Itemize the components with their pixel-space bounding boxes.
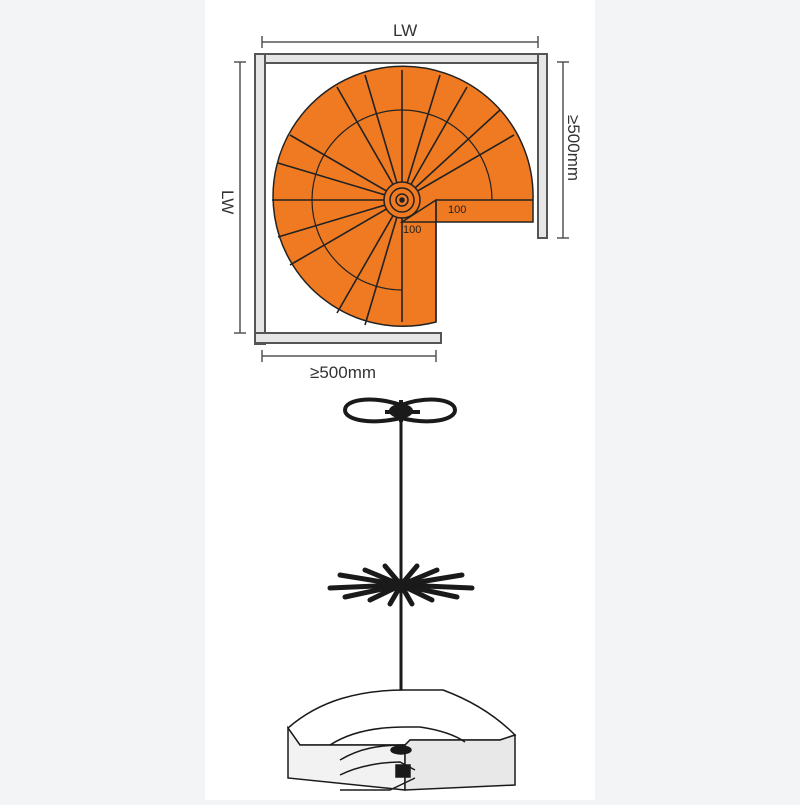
depth-label-right: ≥500mm [564,115,583,181]
wall-bottom [254,332,442,344]
tray-spokes [272,70,515,326]
top-view: 100 100 LW LW ≥500mm ≥500mm [218,21,583,382]
width-label-top: LW [393,21,417,40]
middle-spokes-icon [327,563,475,607]
wall-left [254,53,266,345]
wall-top [254,53,548,64]
wall-right [537,53,548,239]
tray-hub [383,181,421,219]
cabinet-base-icon [286,689,517,791]
corner-tray: 100 100 [272,65,534,327]
tray-notch [435,199,533,322]
hardware-view [286,397,517,791]
tray-inner-ring [311,109,493,291]
notch-label-vertical: 100 [403,224,421,236]
dimension-lines [234,36,569,362]
width-label-left: LW [218,190,237,214]
three-quarter-tray-icon [342,397,458,424]
cabinet-walls [254,53,548,345]
depth-label-bottom: ≥500mm [310,363,376,382]
notch-label-horizontal: 100 [448,204,466,216]
